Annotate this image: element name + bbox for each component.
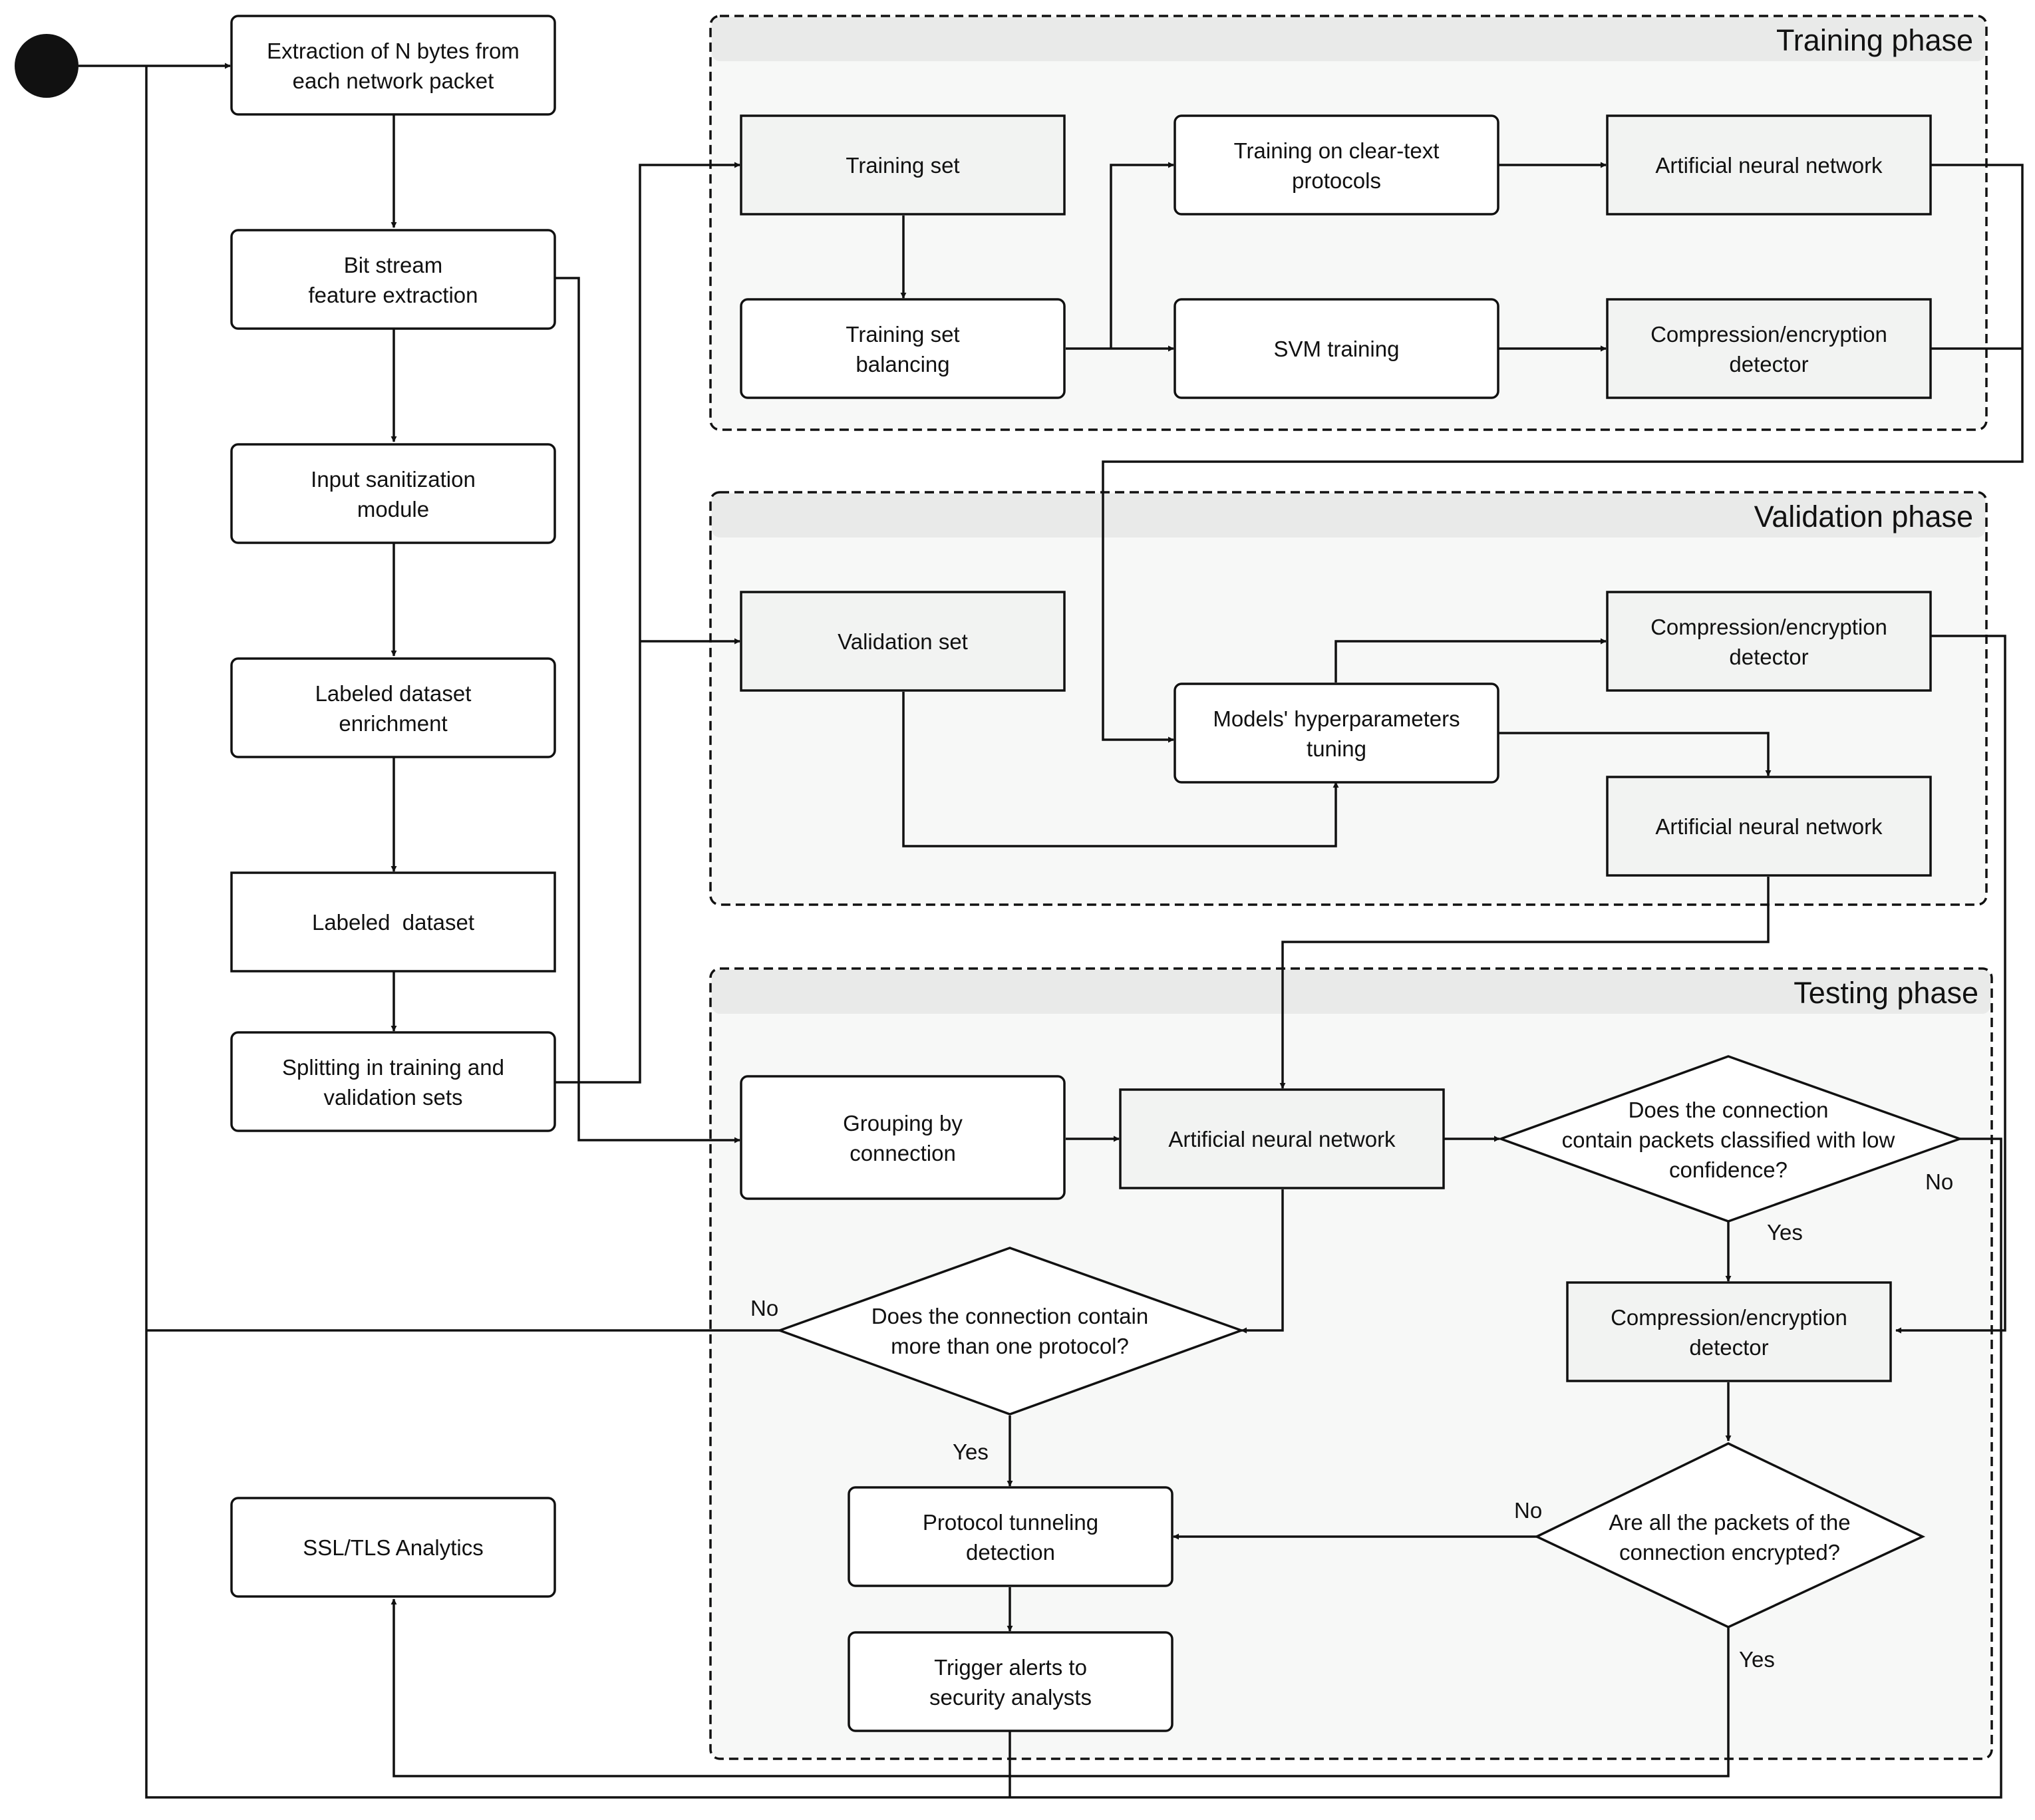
training-phase-title: Training phase xyxy=(1776,23,1973,57)
edge-low-conf-no xyxy=(145,66,2002,1799)
edge-ann-val-ann-test xyxy=(1279,877,1770,1089)
ssl-tls-analytics-node-label: SSL/TLS Analytics xyxy=(303,1535,483,1560)
edge-tuning-ann-val xyxy=(1497,732,1772,776)
labeled-dataset-node-label: Labeled dataset xyxy=(312,910,474,935)
testing-phase-title: Testing phase xyxy=(1794,976,1978,1010)
low-confidence-yes-label: Yes xyxy=(1767,1220,1803,1245)
ssl-tls-analytics-node: SSL/TLS Analytics xyxy=(230,1497,556,1598)
labeled-dataset-node: Labeled dataset xyxy=(230,871,556,973)
start-node xyxy=(15,34,78,98)
svm-training-node: SVM training xyxy=(1174,298,1499,399)
edge-ced-val-ced-test xyxy=(1895,635,2006,1334)
edge-ann-test-multi-proto xyxy=(1241,1189,1284,1334)
multi-protocol-no-label: No xyxy=(750,1296,778,1320)
ann-testing-node-label: Artificial neural network xyxy=(1168,1127,1396,1151)
ann-training-node: Artificial neural network xyxy=(1606,114,1932,216)
edge-labels: No Yes No Yes No Yes xyxy=(750,1169,1953,1672)
edge-all-enc-yes xyxy=(391,1598,1730,1777)
edge-splitting-training-set xyxy=(555,162,740,1084)
all-encrypted-no-label: No xyxy=(1514,1498,1542,1523)
validation-phase-title: Validation phase xyxy=(1754,500,1973,533)
validation-set-node-label: Validation set xyxy=(838,629,968,654)
edge-bitstream-grouping xyxy=(555,277,740,1143)
ann-validation-node-label: Artificial neural network xyxy=(1655,814,1883,839)
edge-training-to-tuning xyxy=(1102,164,2024,743)
training-set-node: Training set xyxy=(740,114,1066,216)
ann-validation-node: Artificial neural network xyxy=(1606,776,1932,877)
multi-protocol-yes-label: Yes xyxy=(953,1440,989,1464)
edge-balancing-cleartext xyxy=(1110,162,1174,349)
edge-tuning-ced-val xyxy=(1334,638,1607,682)
connectors xyxy=(78,63,2024,1799)
ann-training-node-label: Artificial neural network xyxy=(1655,153,1883,178)
svm-training-node-label: SVM training xyxy=(1274,337,1400,361)
all-encrypted-yes-label: Yes xyxy=(1739,1647,1775,1672)
ann-testing-node: Artificial neural network xyxy=(1119,1088,1445,1189)
edge-validation-set-tuning xyxy=(902,692,1339,847)
validation-set-node: Validation set xyxy=(740,591,1066,692)
training-set-node-label: Training set xyxy=(846,153,959,178)
low-confidence-no-label: No xyxy=(1925,1169,1953,1194)
